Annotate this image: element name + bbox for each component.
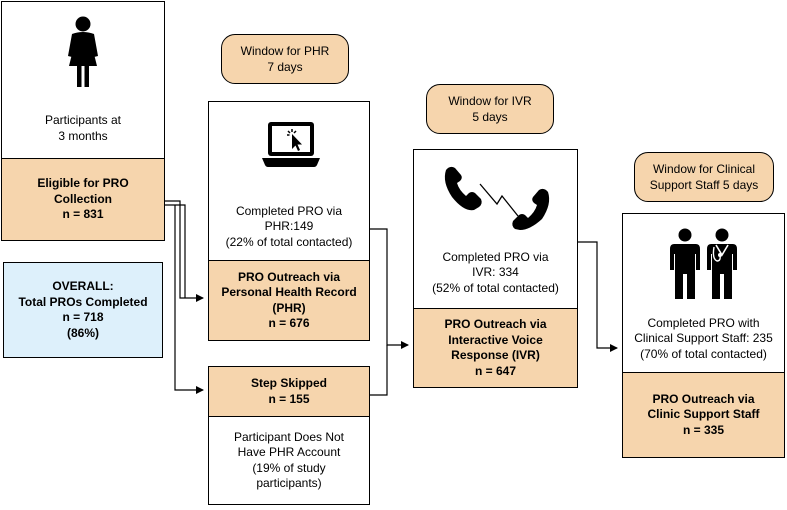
phr-completed-line2: PHR:149 xyxy=(264,219,314,233)
participants-label-line2: 3 months xyxy=(58,128,108,143)
clinical-completed-line1: Completed PRO with xyxy=(647,315,760,330)
laptop-click-icon xyxy=(262,122,320,167)
skipped-box: Step Skipped n = 155 Participant Does No… xyxy=(208,366,370,505)
clinical-outreach-count: n = 335 xyxy=(682,422,725,437)
clinical-completed-line2: Clinical Support Staff: 235 xyxy=(634,331,773,345)
participants-box: Participants at 3 months Eligible for PR… xyxy=(1,1,165,241)
window-clinical-line1: Window for Clinical xyxy=(652,162,756,176)
overall-title: OVERALL: xyxy=(52,279,114,293)
eligible-box: Eligible for PRO Collection n = 831 xyxy=(2,158,164,240)
ivr-outreach: PRO Outreach via Interactive Voice Respo… xyxy=(414,308,577,387)
overall-count: n = 718 xyxy=(62,310,104,324)
phr-outreach-line3: (PHR) xyxy=(272,300,306,315)
phr-completed: Completed PRO via PHR:149 (22% of total … xyxy=(209,102,369,260)
arrow-eligible-to-skipped xyxy=(174,205,204,394)
participants-header: Participants at 3 months xyxy=(2,2,164,158)
phr-outreach: PRO Outreach via Personal Health Record … xyxy=(209,260,369,340)
phr-completed-line3: (22% of total contacted) xyxy=(225,234,353,249)
overall-subtitle: Total PROs Completed xyxy=(18,294,148,309)
ivr-box: Completed PRO via IVR: 334 (52% of total… xyxy=(413,149,578,388)
phr-outreach-line1: PRO Outreach via xyxy=(237,269,341,284)
arrow-eligible-to-phr xyxy=(165,200,204,302)
clinical-outreach-line1: PRO Outreach via xyxy=(652,391,755,406)
arrow-phr-to-ivr xyxy=(370,228,409,349)
ivr-completed: Completed PRO via IVR: 334 (52% of total… xyxy=(414,150,577,308)
window-ivr-line1: Window for IVR xyxy=(448,94,532,108)
phr-completed-line1: Completed PRO via xyxy=(235,203,343,218)
phr-outreach-line2: Personal Health Record xyxy=(221,285,357,299)
participants-label-line1: Participants at xyxy=(44,113,122,127)
ivr-outreach-line3: Response (IVR) xyxy=(451,348,540,362)
skipped-line4: participants) xyxy=(256,476,322,490)
ivr-outreach-line2: Interactive Voice xyxy=(448,332,543,347)
window-phr-line1: Window for PHR xyxy=(240,44,330,58)
window-ivr-line2: 5 days xyxy=(472,110,508,124)
clinical-outreach: PRO Outreach via Clinic Support Staff n … xyxy=(623,372,784,457)
ivr-outreach-line1: PRO Outreach via xyxy=(444,317,547,331)
clinical-outreach-line2: Clinic Support Staff xyxy=(647,407,760,422)
clinical-completed-line3: (70% of total contacted) xyxy=(640,346,767,361)
clinical-staff-icon xyxy=(670,228,737,299)
ivr-outreach-count: n = 647 xyxy=(474,363,517,378)
eligible-label-line2: Collection xyxy=(53,191,112,206)
skipped-line1: Participant Does Not xyxy=(233,429,345,444)
phr-box: Completed PRO via PHR:149 (22% of total … xyxy=(208,101,370,341)
telephone-call-icon xyxy=(444,166,550,230)
overall-percent: (86%) xyxy=(66,325,99,340)
ivr-completed-line2: IVR: 334 xyxy=(472,265,519,279)
skipped-count: n = 155 xyxy=(268,391,310,406)
line-skipped-to-ivr xyxy=(370,345,388,396)
clinical-completed: Completed PRO with Clinical Support Staf… xyxy=(623,214,784,372)
skipped-line3: (19% of study xyxy=(252,460,326,475)
window-phr-line2: 7 days xyxy=(267,60,303,74)
skipped-title: Step Skipped xyxy=(250,376,327,390)
window-clinical-line2: Support Staff 5 days xyxy=(649,178,759,192)
person-icon xyxy=(68,16,98,87)
arrow-eligible-to-phr-outline xyxy=(165,204,186,298)
arrow-ivr-to-clinical xyxy=(578,241,618,352)
skipped-line2: Have PHR Account xyxy=(237,445,341,459)
window-ivr: Window for IVR 5 days xyxy=(426,84,554,134)
skipped-detail: Participant Does Not Have PHR Account (1… xyxy=(209,417,369,504)
eligible-count: n = 831 xyxy=(62,207,104,222)
window-clinical: Window for Clinical Support Staff 5 days xyxy=(634,152,774,202)
phr-outreach-count: n = 676 xyxy=(268,316,310,330)
ivr-completed-line1: Completed PRO via xyxy=(442,249,549,264)
clinical-box: Completed PRO with Clinical Support Staf… xyxy=(622,213,785,458)
overall-box: OVERALL: Total PROs Completed n = 718 (8… xyxy=(3,262,163,358)
ivr-completed-line3: (52% of total contacted) xyxy=(432,280,559,295)
eligible-label-line1: Eligible for PRO xyxy=(37,176,129,191)
skipped-header: Step Skipped n = 155 xyxy=(209,367,369,417)
window-phr: Window for PHR 7 days xyxy=(221,34,349,84)
